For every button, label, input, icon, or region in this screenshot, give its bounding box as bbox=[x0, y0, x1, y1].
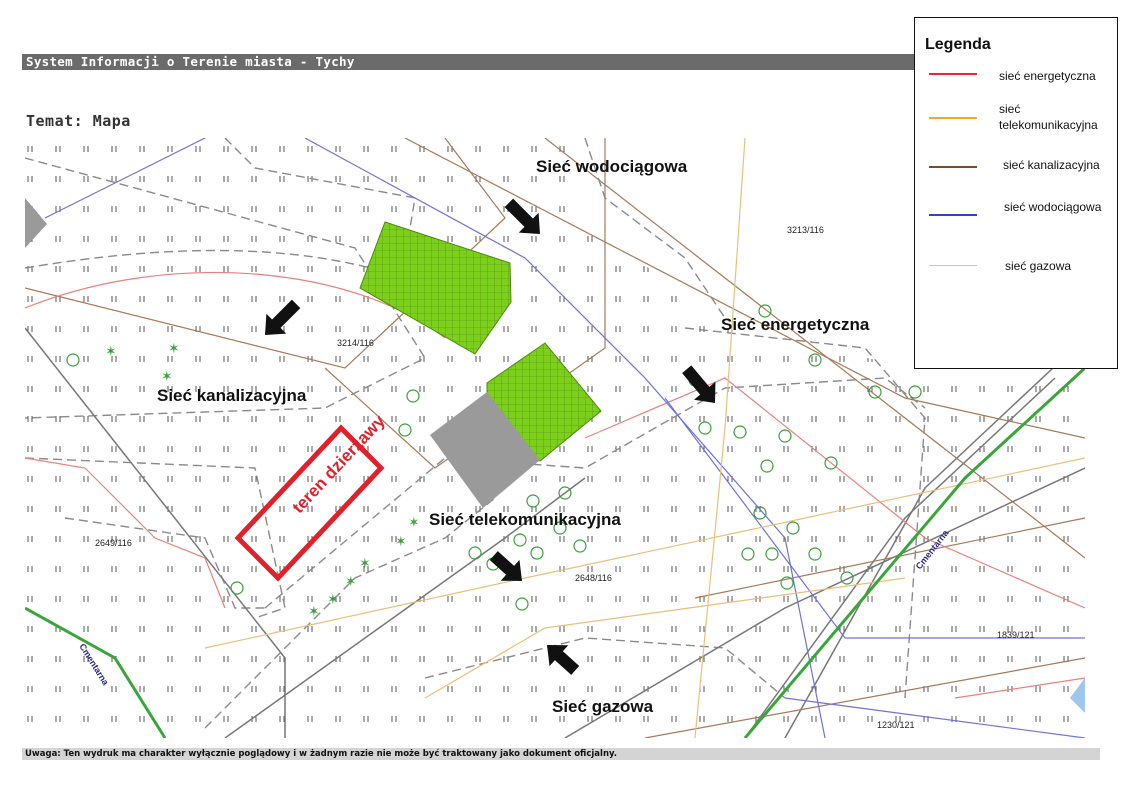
system-title-bar: System Informacji o Terenie miasta - Tyc… bbox=[22, 54, 1100, 70]
parcel-number: 3213/116 bbox=[787, 225, 824, 235]
legend-swatch bbox=[929, 117, 977, 119]
legend-swatch bbox=[929, 265, 977, 266]
svg-text:✶: ✶ bbox=[359, 556, 371, 572]
energy-network bbox=[25, 271, 1085, 699]
legend-label: sieć energetyczna bbox=[999, 69, 1096, 83]
street-lines bbox=[25, 366, 1085, 738]
arrow-icon bbox=[504, 198, 540, 234]
trees bbox=[66, 304, 922, 611]
parcel-number: 1230/121 bbox=[877, 720, 915, 730]
annotation-gas: Sieć gazowa bbox=[552, 697, 654, 716]
svg-text:✶: ✶ bbox=[105, 344, 117, 360]
green-area-north bbox=[359, 221, 512, 355]
road-edges bbox=[25, 327, 1085, 738]
svg-text:✶: ✶ bbox=[395, 534, 407, 550]
arrow-icon bbox=[547, 645, 580, 675]
legend-label: sieć wodociągowa bbox=[1004, 200, 1102, 214]
parcel-number: 2649/116 bbox=[95, 538, 132, 548]
parcel-boundaries bbox=[25, 138, 926, 729]
svg-text:✶: ✶ bbox=[408, 515, 420, 531]
gas-network bbox=[204, 138, 1085, 738]
legend-swatch bbox=[929, 166, 977, 168]
parcel-numbers: 3213/116 3214/116 2649/116 2648/116 1839… bbox=[95, 225, 1035, 730]
parcel-number: 1839/121 bbox=[997, 630, 1035, 640]
svg-text:✶: ✶ bbox=[161, 369, 173, 385]
disclaimer-bar: Uwaga: Ten wydruk ma charakter wyłącznie… bbox=[22, 748, 1100, 760]
water-network bbox=[44, 138, 1085, 738]
building-corner bbox=[25, 198, 47, 248]
water-body bbox=[1070, 678, 1085, 713]
system-title: System Informacji o Terenie miasta - Tyc… bbox=[26, 54, 355, 69]
disclaimer-text: Uwaga: Ten wydruk ma charakter wyłącznie… bbox=[25, 749, 617, 759]
svg-text:✶: ✶ bbox=[308, 604, 320, 620]
legend-label: sieć kanalizacyjna bbox=[1003, 158, 1100, 172]
legend-title: Legenda bbox=[925, 36, 991, 53]
annotation-arrows bbox=[265, 198, 716, 675]
parcel-number: 2648/116 bbox=[575, 573, 612, 583]
map-legend: Legenda sieć energetyczna sieć telekomun… bbox=[914, 17, 1118, 369]
annotation-water: Sieć wodociągowa bbox=[536, 157, 688, 176]
annotation-telecom: Sieć telekomunikacyjna bbox=[429, 510, 621, 529]
map-canvas[interactable]: ✶✶✶ ✶✶✶ ✶✶✶ 3213/116 3214/116 2649/116 2… bbox=[25, 138, 1085, 738]
annotation-sewage: Sieć kanalizacyjna bbox=[157, 386, 307, 405]
arrow-icon bbox=[265, 299, 301, 335]
topic-title: Temat: Mapa bbox=[26, 112, 131, 130]
legend-swatch bbox=[929, 214, 977, 216]
legend-label: sieć gazowa bbox=[1005, 259, 1072, 273]
arrow-icon bbox=[682, 365, 716, 403]
svg-text:✶: ✶ bbox=[345, 574, 357, 590]
shrubs: ✶✶✶ ✶✶✶ ✶✶✶ bbox=[105, 341, 420, 620]
map-view[interactable]: ✶✶✶ ✶✶✶ ✶✶✶ 3213/116 3214/116 2649/116 2… bbox=[25, 138, 1085, 738]
parcel-number: 3214/116 bbox=[337, 338, 374, 348]
svg-text:✶: ✶ bbox=[168, 341, 180, 357]
legend-label: sieć telekomunikacyjna bbox=[999, 102, 1098, 132]
annotation-energy: Sieć energetyczna bbox=[721, 315, 870, 334]
svg-text:✶: ✶ bbox=[327, 592, 339, 608]
building bbox=[430, 392, 540, 508]
arrow-icon bbox=[489, 551, 522, 581]
legend-swatch bbox=[929, 73, 977, 75]
